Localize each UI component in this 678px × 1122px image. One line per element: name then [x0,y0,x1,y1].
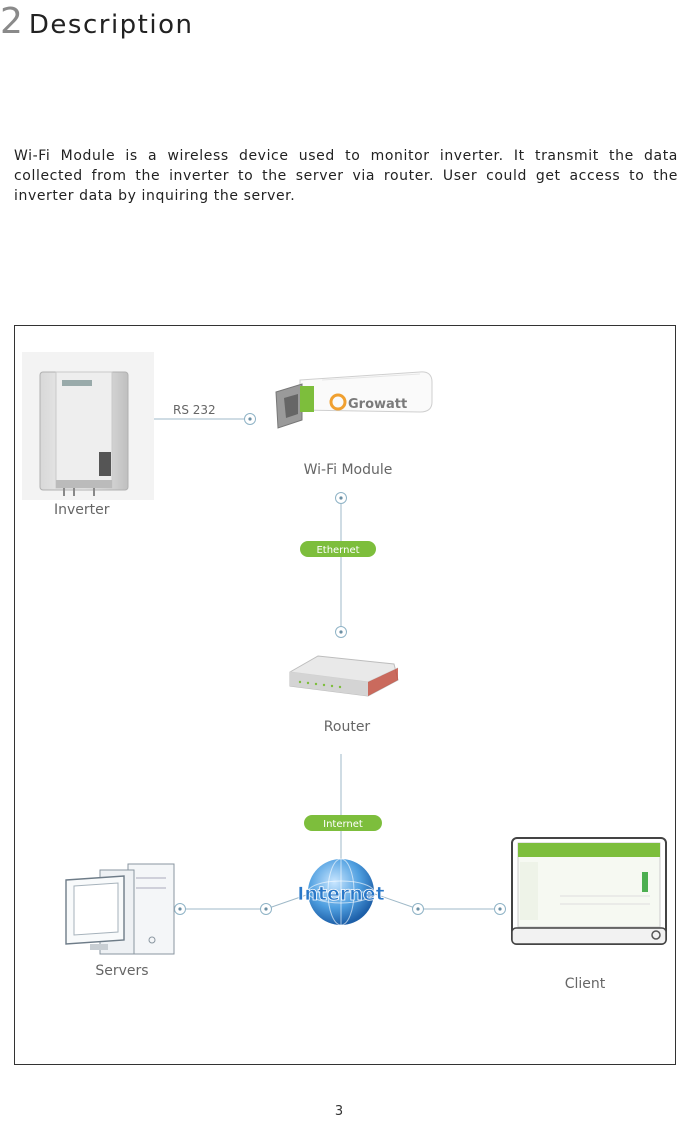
servers-globe-line [265,892,313,910]
connector-dot [335,492,347,504]
client-globe-line [371,892,419,910]
client-label: Client [565,976,606,992]
servers-icon [65,863,175,955]
connector-dot [174,903,186,915]
rs232-label: RS 232 [173,403,216,417]
globe-label: Internet [297,883,384,905]
connector-dot [335,626,347,638]
diagram-frame [14,325,676,1065]
wifi-module-icon: Growatt [275,371,433,429]
internet-link-label: Internet [323,819,363,830]
section-number: 2 [0,1,23,42]
ethernet-label: Ethernet [316,545,359,556]
servers-label: Servers [95,963,148,979]
connector-dot [494,903,506,915]
description-paragraph: Wi-Fi Module is a wireless device used t… [14,148,678,204]
internet-pill: Internet [304,815,382,831]
section-heading: 2 Description [0,0,194,42]
connection-lines [138,418,500,910]
section-title: Description [28,10,194,40]
wifi-module-label: Wi-Fi Module [304,462,393,478]
connector-dot [244,413,256,425]
router-label: Router [324,719,371,735]
router-icon [289,655,399,697]
connector-dot [260,903,272,915]
connector-dot [412,903,424,915]
internet-globe-icon: Internet [297,858,385,926]
ethernet-pill: Ethernet [300,541,376,557]
inverter-icon [22,352,154,500]
brand-logo-text: Growatt [348,397,407,412]
client-monitor-icon [511,837,667,945]
page-number: 3 [334,1104,344,1119]
inverter-label: Inverter [54,502,110,518]
